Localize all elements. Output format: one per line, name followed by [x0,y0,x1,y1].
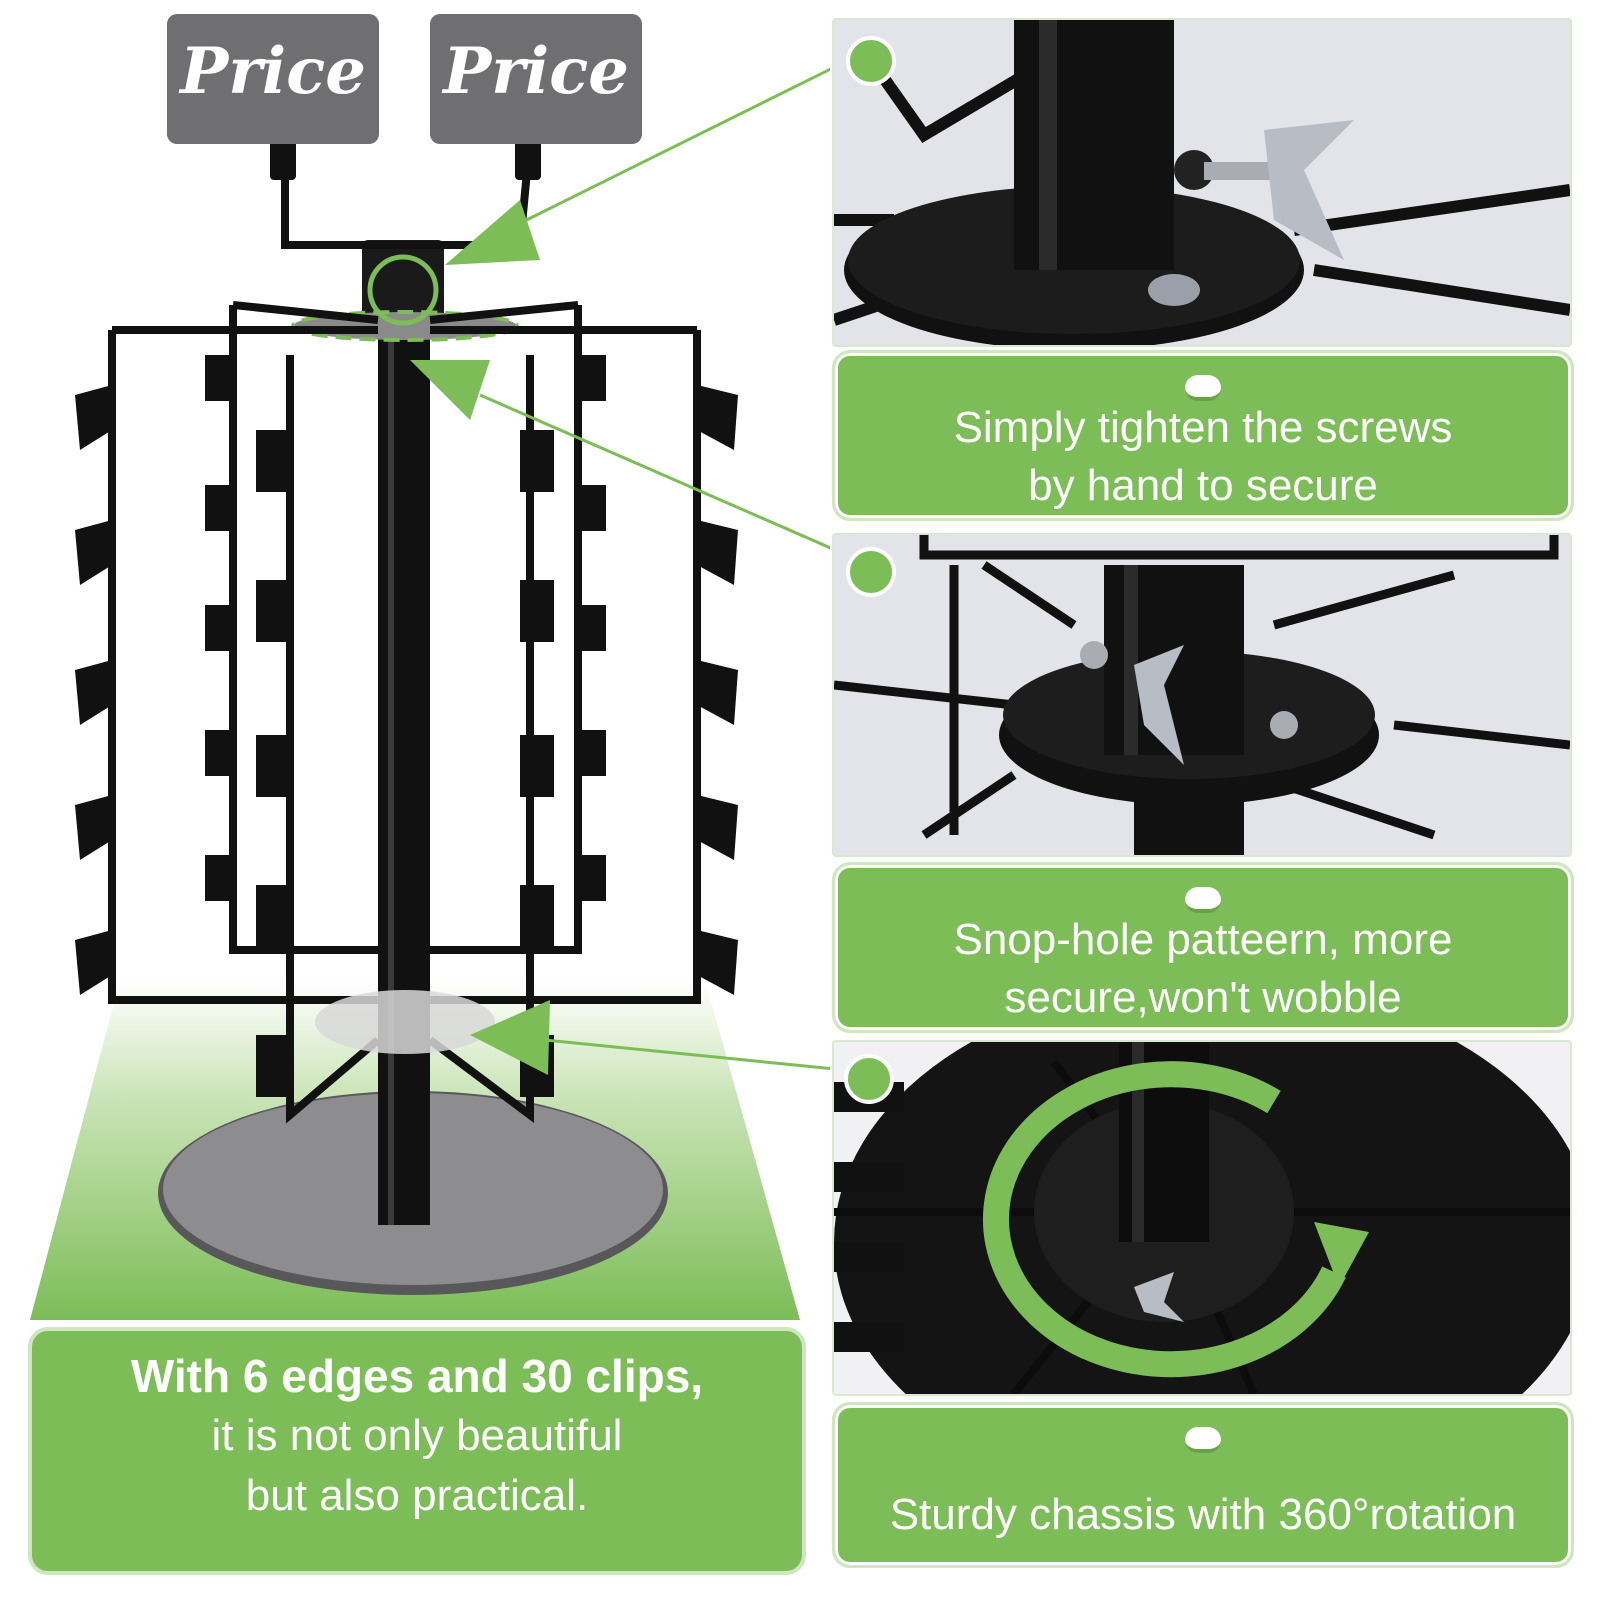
arrow-head-3 [470,1000,550,1075]
photo-top-hub [832,18,1572,347]
photo-snap-holes [832,533,1572,857]
caption-chassis-line-1: Sturdy chassis with 360°rotation [889,1490,1517,1539]
main-caption-line-1: it is not only beautiful [211,1411,623,1460]
price-tag-left: Price [167,14,379,144]
main-caption-box: With 6 edges and 30 clips, it is not onl… [28,1327,806,1575]
caption-holes: Snop-hole patteern, more secure,won't wo… [832,862,1574,1033]
hang-hole-icon [1185,887,1221,913]
main-caption-line-2: but also practical. [245,1471,589,1520]
arrow-head-1 [445,200,540,265]
locator-dot-2 [846,547,896,597]
arrow-head-2 [410,360,490,420]
caption-screws: Simply tighten the screws by hand to sec… [832,350,1574,521]
hang-hole-icon [1185,375,1221,401]
main-caption-bold: With 6 edges and 30 clips, [130,1350,704,1402]
center-pole [378,250,430,1225]
caption-holes-line-1: Snop-hole patteern, more [953,915,1453,964]
wing-nut-highlight [367,254,439,326]
spinner-rack-illustration [30,67,830,1320]
locator-dot-3 [844,1054,894,1104]
caption-holes-line-2: secure,won't wobble [1004,973,1402,1022]
locator-dot-1 [846,36,896,86]
caption-screws-line-2: by hand to secure [1028,461,1378,510]
caption-screws-line-1: Simply tighten the screws [953,403,1453,452]
caption-chassis: Sturdy chassis with 360°rotation [832,1402,1574,1568]
photo-chassis [832,1040,1572,1396]
hang-hole-icon [1185,1427,1221,1453]
price-tag-right: Price [430,14,642,144]
lower-hub [315,990,495,1054]
rotation-arrow-icon [983,1061,1346,1378]
